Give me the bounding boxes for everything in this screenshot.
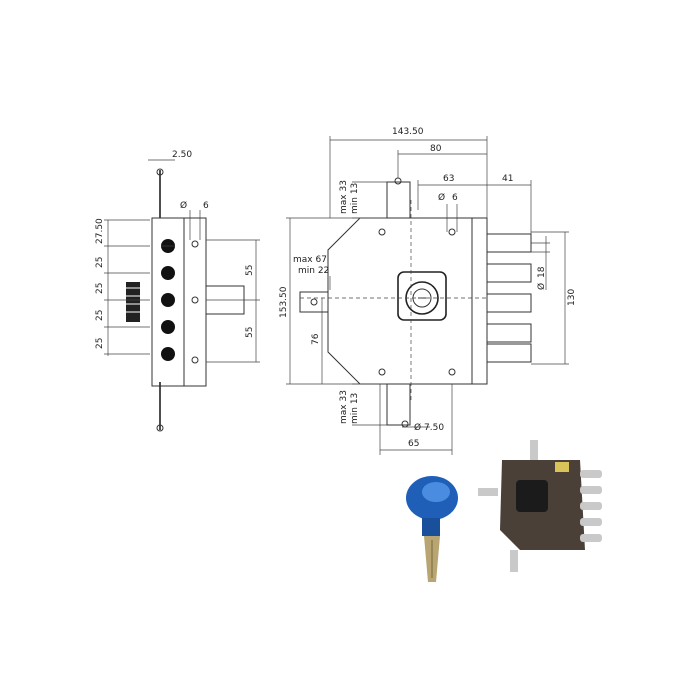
dim-half-top: 55 [245, 265, 255, 276]
dim-half-bottom: 55 [245, 327, 255, 338]
dim-bottom-width: 65 [408, 439, 419, 449]
dim-pitch-2: 25 [95, 283, 105, 294]
side-view: 2.50 Ø 6 [95, 150, 260, 432]
dim-pitch-1: 25 [95, 257, 105, 268]
front-bolts [486, 233, 532, 363]
dim-bottom-max: max 33 [339, 390, 349, 424]
dim-bolt-top-offset: 80 [430, 144, 442, 154]
dim-bolt-span: 130 [567, 289, 577, 306]
dim-bolt-projection: 41 [502, 174, 513, 184]
bolt-diameter-symbol: Ø [536, 283, 547, 290]
side-diameter-symbol: Ø [180, 200, 187, 211]
dim-overall-width: 143.50 [392, 127, 424, 137]
dim-bottom-min: min 13 [350, 393, 360, 424]
lock-photo [478, 440, 602, 572]
dim-top-max: max 33 [339, 180, 349, 214]
key-icon [406, 476, 458, 582]
dim-hole-offset: 63 [443, 174, 454, 184]
dim-lower-hole-diameter: 7.50 [424, 423, 444, 433]
dim-front-hole-diameter: 6 [452, 193, 458, 203]
dim-bolt-diameter: 18 [537, 266, 547, 278]
dim-top-min: min 13 [350, 183, 360, 214]
dim-pitch-3: 25 [95, 310, 105, 321]
dim-pitch-top: 27.50 [95, 218, 105, 244]
dim-overall-height: 153.50 [279, 286, 289, 318]
front-diameter-symbol: Ø [438, 192, 445, 203]
lower-diameter-symbol: Ø [414, 422, 421, 433]
side-bolts [161, 239, 175, 361]
dim-pitch-4: 25 [95, 338, 105, 349]
dim-side-hole-diameter: 6 [203, 201, 209, 211]
front-view: 143.50 80 63 41 Ø 6 max 33 min 13 153.50… [279, 127, 577, 455]
dim-side-max: max 67 [293, 255, 327, 265]
dim-side-min: min 22 [298, 266, 329, 276]
dim-top-offset: 2.50 [172, 150, 192, 160]
dim-backset: 76 [311, 333, 321, 345]
